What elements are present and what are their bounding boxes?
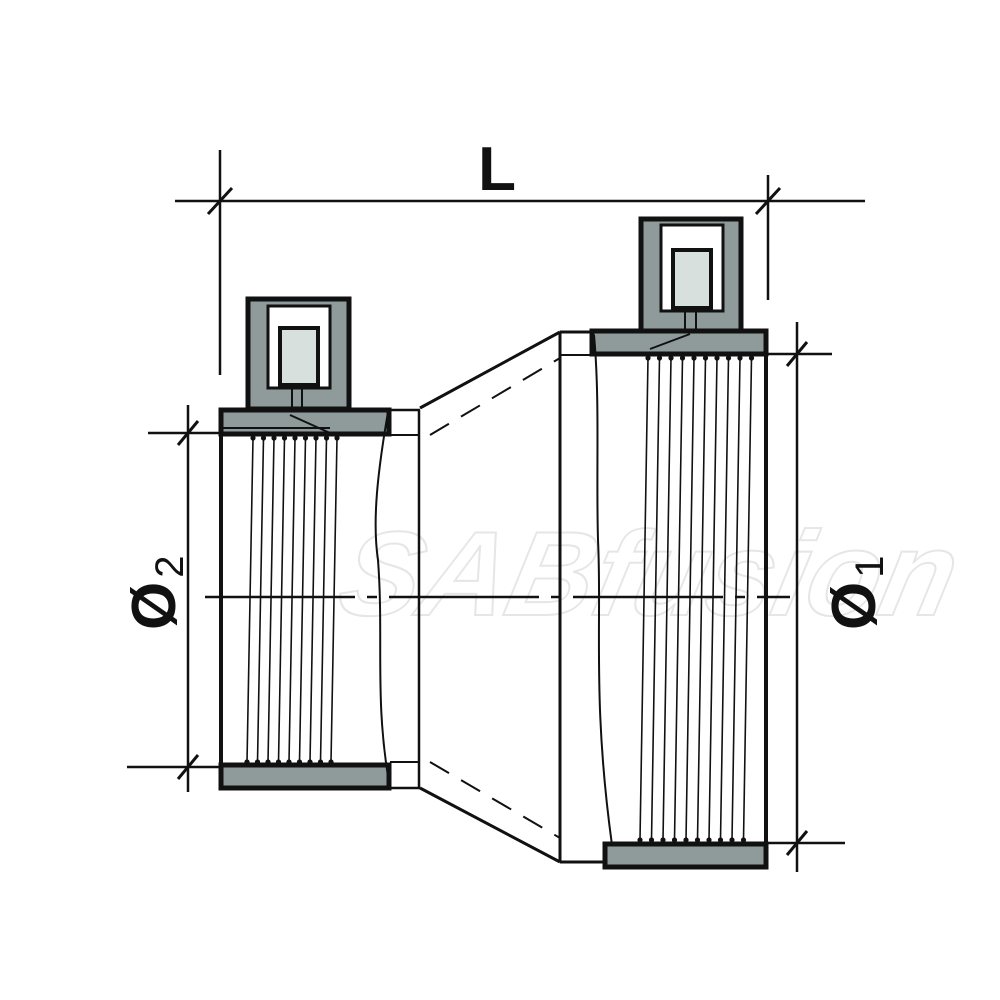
- heating-wire: [246, 437, 254, 763]
- wire-end-dot: [275, 759, 282, 765]
- wire-end-dot: [254, 759, 261, 765]
- heating-wire: [742, 357, 753, 841]
- length-label: L: [478, 135, 516, 204]
- heating-wire: [298, 437, 307, 763]
- wire-end-dot: [694, 837, 701, 843]
- heating-wire: [673, 357, 684, 841]
- wire-end-dot: [328, 759, 334, 765]
- heating-wire: [330, 437, 338, 763]
- heating-wire: [288, 437, 296, 763]
- wire-end-dot: [740, 837, 747, 843]
- wire-end-dot: [648, 837, 655, 843]
- wire-end-dot: [702, 355, 709, 361]
- length-dimension: [175, 150, 865, 375]
- wire-end-dot: [679, 355, 686, 361]
- wire-end-dot: [714, 355, 720, 361]
- wire-end-dot: [683, 837, 689, 843]
- heating-wire: [708, 357, 718, 841]
- heating-wire: [267, 437, 275, 763]
- wire-end-dot: [729, 837, 735, 843]
- large-socket-bottom-wall: [602, 841, 769, 870]
- wire-end-dot: [307, 759, 313, 765]
- wire-end-dot: [286, 759, 292, 765]
- wire-end-dot: [271, 435, 277, 441]
- heating-wire: [309, 437, 317, 763]
- wire-end-dot: [717, 837, 724, 843]
- heating-wire: [696, 357, 707, 841]
- wire-end-dot: [292, 435, 298, 441]
- diameter-large-dimension: [766, 322, 845, 872]
- wire-end-dot: [302, 435, 309, 441]
- wire-end-dot: [317, 759, 324, 765]
- wire-end-dot: [671, 837, 678, 843]
- diameter-large-label: Ø1: [820, 556, 892, 630]
- wire-end-dot: [334, 435, 340, 441]
- heating-wire: [256, 437, 265, 763]
- reducer-cone: [390, 330, 562, 864]
- wire-end-dot: [737, 355, 743, 361]
- wire-end-dot: [691, 355, 697, 361]
- wire-end-dot: [260, 435, 267, 441]
- heating-wire: [319, 437, 328, 763]
- heating-wire: [685, 357, 695, 841]
- diameter-small-label: Ø2: [120, 556, 192, 630]
- wire-end-dot: [706, 837, 712, 843]
- wire-end-dot: [244, 759, 250, 765]
- heating-wire: [731, 357, 741, 841]
- large-socket: [560, 328, 769, 870]
- wire-end-dot: [660, 837, 666, 843]
- heating-wire: [277, 437, 286, 763]
- large-socket-heating-wires: [637, 355, 755, 843]
- terminal-right: [638, 216, 744, 334]
- heating-wire: [662, 357, 672, 841]
- wire-end-dot: [323, 435, 330, 441]
- wire-end-dot: [296, 759, 303, 765]
- wire-end-dot: [250, 435, 256, 441]
- wire-end-dot: [637, 837, 643, 843]
- wire-end-dot: [645, 355, 651, 361]
- heating-wire: [639, 357, 649, 841]
- diameter-small-dimension: [127, 405, 220, 792]
- wire-end-dot: [281, 435, 288, 441]
- wire-end-dot: [656, 355, 663, 361]
- small-socket-heating-wires: [244, 435, 340, 765]
- large-socket-top-wall: [589, 328, 769, 357]
- heating-wire: [650, 357, 661, 841]
- wire-end-dot: [668, 355, 674, 361]
- wire-end-dot: [313, 435, 319, 441]
- wire-end-dot: [725, 355, 732, 361]
- small-socket-bottom-wall: [218, 762, 392, 791]
- terminal-left: [245, 296, 352, 412]
- wire-end-dot: [265, 759, 271, 765]
- watermark: SABfusion: [329, 506, 971, 640]
- heating-wire: [719, 357, 730, 841]
- wire-end-dot: [748, 355, 755, 361]
